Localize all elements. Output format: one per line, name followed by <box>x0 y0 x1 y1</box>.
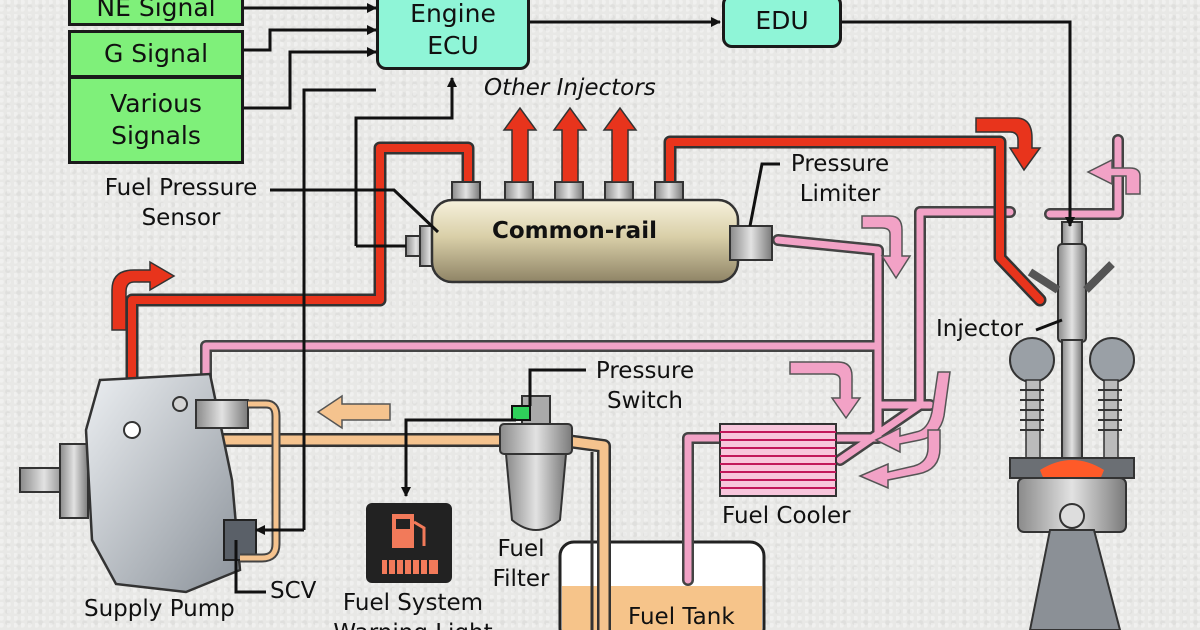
various-signals-line2: Signals <box>111 121 201 150</box>
various-signals-line1: Various <box>110 89 202 118</box>
fuel-filter-line2: Filter <box>492 566 550 592</box>
signal-wires <box>234 3 1075 594</box>
pressure-switch-line1: Pressure <box>595 358 695 384</box>
g-signal-box: G Signal <box>68 30 244 78</box>
fuel-tank <box>558 540 766 630</box>
warning-light-line1: Fuel System <box>342 590 484 616</box>
high-pressure-lines <box>125 135 1047 427</box>
engine-injector <box>1009 221 1135 630</box>
return-flow-arrow <box>316 394 391 430</box>
pressure-switch-label: Pressure Switch <box>588 356 702 416</box>
ne-signal-label: NE Signal <box>96 0 216 22</box>
fuel-filter <box>499 395 573 531</box>
supply-pump-label: Supply Pump <box>84 596 235 622</box>
pressure-limiter-label: Pressure Limiter <box>782 149 898 209</box>
fuel-pressure-sensor-line1: Fuel Pressure <box>104 175 258 201</box>
pressure-limiter-line2: Limiter <box>799 181 881 207</box>
fuel-cooler <box>719 423 837 497</box>
supply-pump <box>19 372 281 594</box>
ecu-line2: ECU <box>427 31 479 60</box>
ne-signal-box: NE Signal <box>68 0 244 26</box>
engine-ecu-box: Engine ECU <box>376 0 530 70</box>
common-rail <box>405 181 773 284</box>
other-injectors-arrows <box>502 106 638 183</box>
flow-arrows <box>111 117 1141 490</box>
common-rail-label: Common-rail <box>492 218 657 244</box>
fuel-filter-line1: Fuel <box>497 536 545 562</box>
edu-label: EDU <box>755 6 809 35</box>
fuel-pressure-sensor-line2: Sensor <box>141 205 221 231</box>
other-injectors-label: Other Injectors <box>484 75 656 101</box>
various-signals-box: Various Signals <box>68 76 244 164</box>
injector-label: Injector <box>936 316 1024 342</box>
pressure-switch-line2: Switch <box>606 388 684 414</box>
edu-box: EDU <box>722 0 842 48</box>
g-signal-label: G Signal <box>103 39 209 68</box>
fuel-tank-label: Fuel Tank <box>628 604 735 630</box>
fuel-warning-light <box>366 503 452 583</box>
warning-light-line2: Warning Light <box>324 618 502 630</box>
scv-label: SCV <box>270 578 317 604</box>
fuel-pressure-sensor-label: Fuel Pressure Sensor <box>96 173 266 233</box>
ecu-line1: Engine <box>410 0 496 28</box>
warning-light-label: Fuel System Warning Light <box>324 588 502 630</box>
fuel-filter-label: Fuel Filter <box>486 534 556 594</box>
pressure-limiter-line1: Pressure <box>790 151 890 177</box>
low-pressure-line <box>208 433 611 630</box>
fuel-cooler-label: Fuel Cooler <box>722 503 851 529</box>
